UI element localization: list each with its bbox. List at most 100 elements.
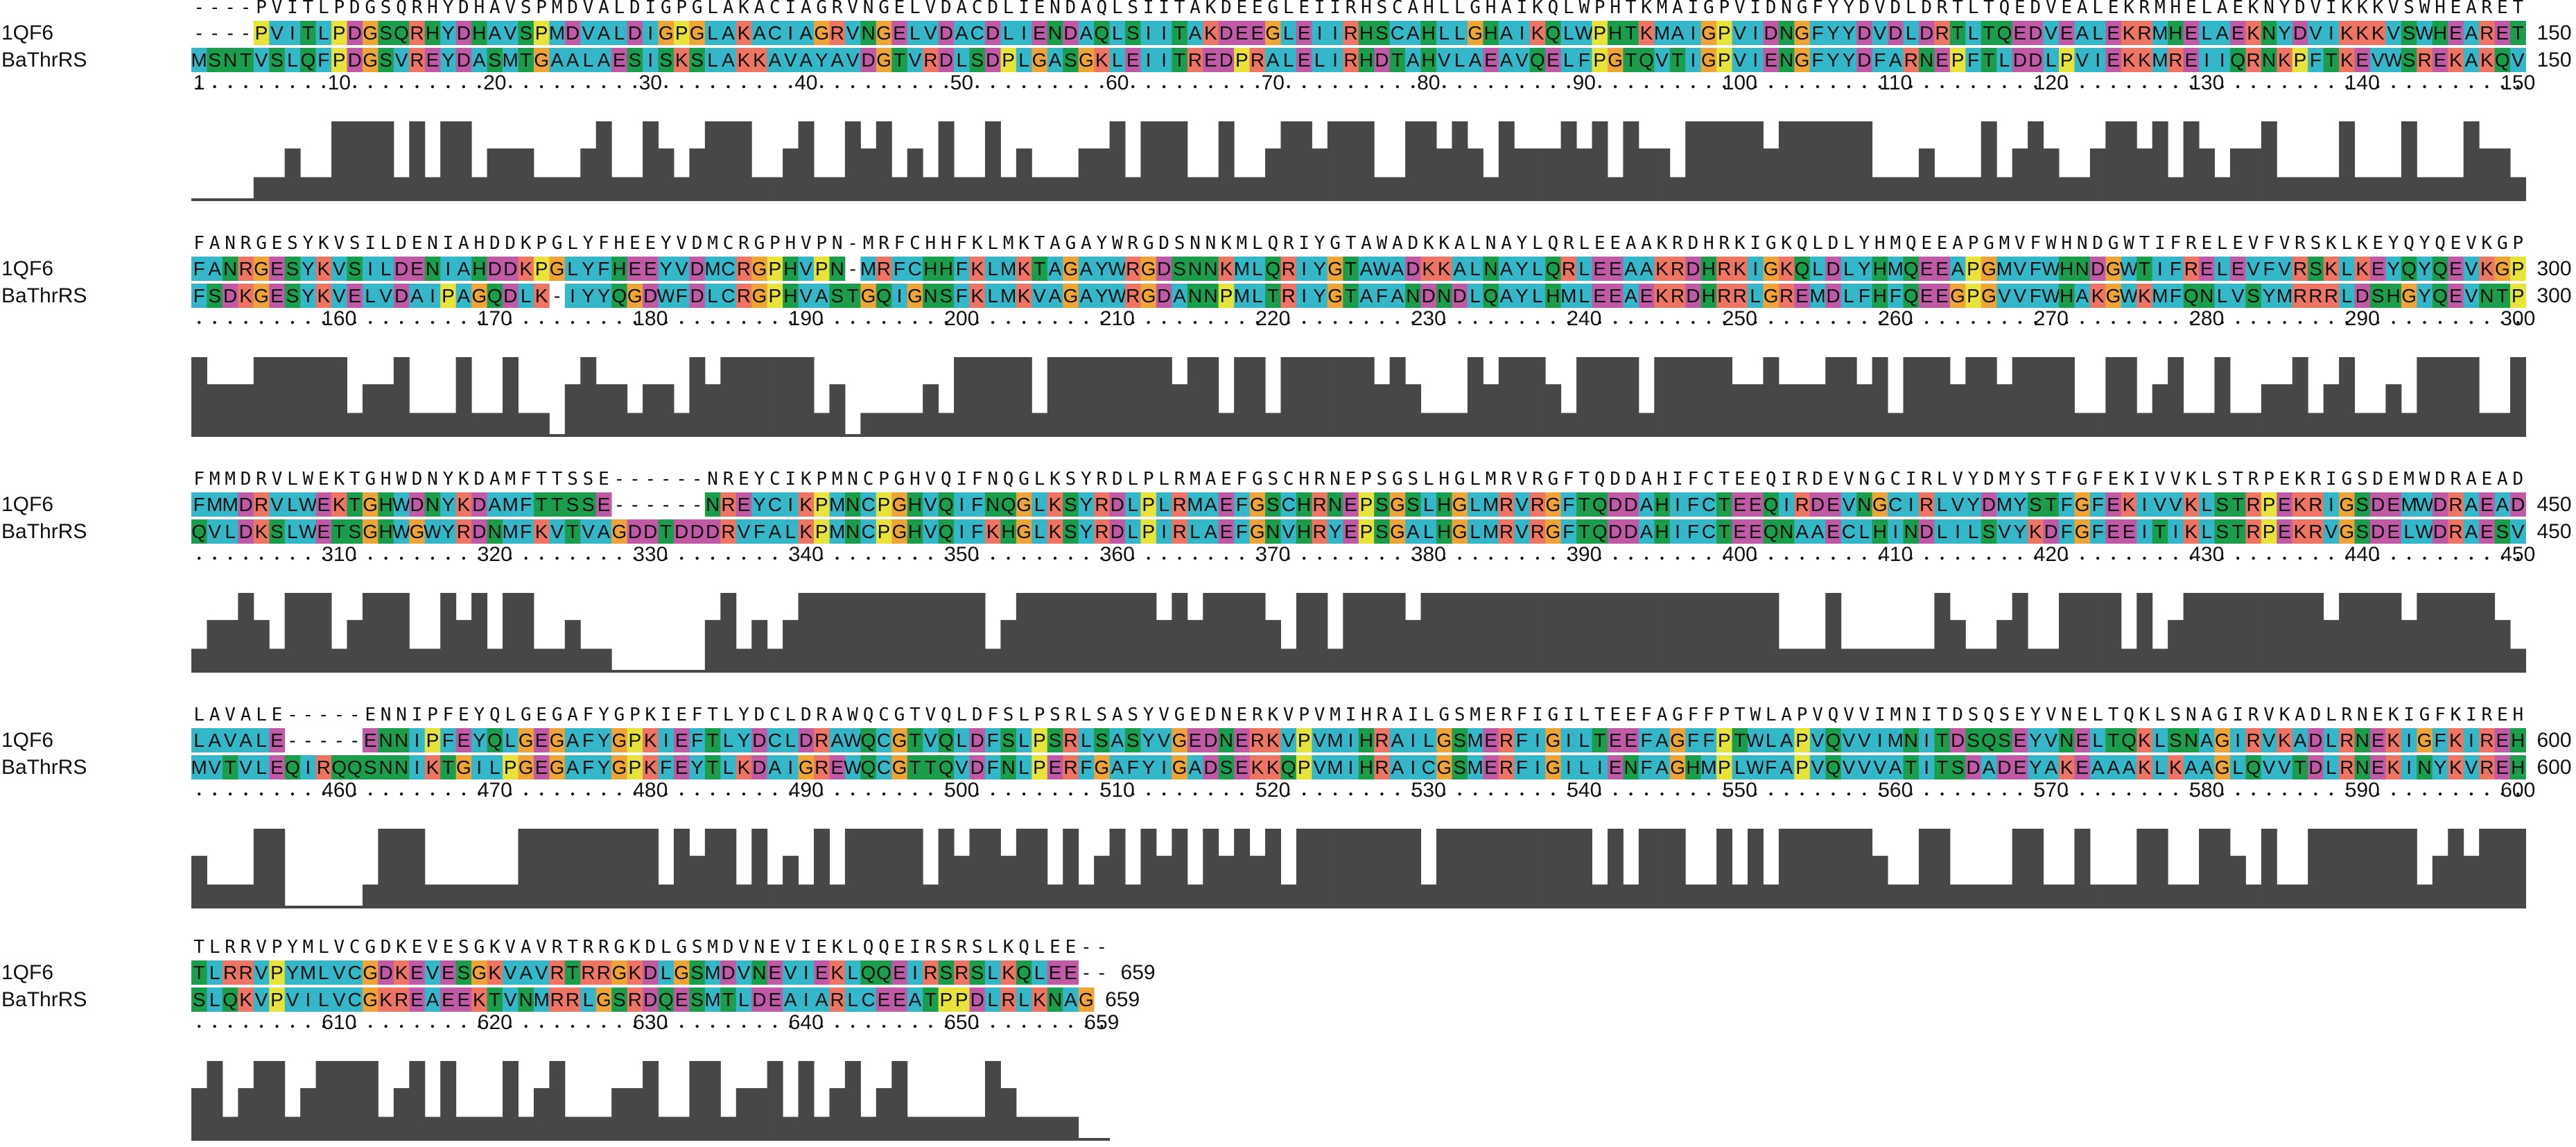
ruler-dot <box>275 792 279 796</box>
residue-BaThrRS: F <box>971 521 983 542</box>
residue-1QF6: G <box>1545 730 1560 751</box>
conservation-bar <box>1794 648 1811 673</box>
residue-1QF6: R <box>1251 730 1264 751</box>
residue-BaThrRS: A <box>769 521 782 542</box>
residue-1QF6: C <box>971 22 984 44</box>
residue-BaThrRS: A <box>1983 757 1996 778</box>
ruler-dot <box>415 85 419 89</box>
residue-1QF6: T <box>1952 22 1964 44</box>
conservation-bar <box>284 593 301 673</box>
residue-1QF6: P <box>1142 494 1155 515</box>
residue-1QF6: L <box>1578 730 1590 751</box>
consensus-symbol: Y <box>303 233 314 254</box>
consensus-symbol: W <box>1750 705 1761 725</box>
residue-1QF6: D <box>566 22 580 44</box>
residue-1QF6: M <box>1483 494 1499 515</box>
residue-BaThrRS: A <box>1655 757 1669 778</box>
residue-1QF6: N <box>1219 730 1233 751</box>
residue-1QF6: - <box>320 730 327 751</box>
residue-1QF6: M <box>1654 22 1670 44</box>
consensus-symbol: D <box>396 233 407 254</box>
residue-BaThrRS: F <box>676 285 688 307</box>
consensus-symbol: Y <box>2279 0 2290 18</box>
consensus-symbol: S <box>1127 0 1138 18</box>
residue-BaThrRS: D <box>1375 49 1389 71</box>
consensus-symbol: T <box>1594 705 1605 725</box>
conservation-bar <box>1638 829 1655 908</box>
conservation-bar <box>2028 121 2044 201</box>
residue-BaThrRS: L <box>738 989 749 1010</box>
residue-1QF6: L <box>1563 22 1574 44</box>
consensus-symbol: T <box>567 937 578 958</box>
residue-BaThrRS: E <box>535 757 548 778</box>
residue-1QF6: E <box>1749 494 1762 515</box>
ruler-dot <box>1847 792 1851 796</box>
residue-1QF6: K <box>971 258 984 279</box>
residue-BaThrRS: N <box>1266 521 1280 542</box>
residue-1QF6: F <box>987 730 999 751</box>
consensus-symbol: D <box>1983 469 1994 490</box>
consensus-symbol: P <box>1143 469 1154 490</box>
residue-1QF6-cell <box>2199 21 2215 45</box>
consensus-symbol: H <box>2061 233 2072 254</box>
residue-1QF6-cell <box>300 21 316 45</box>
consensus-symbol: V <box>256 937 267 958</box>
residue-BaThrRS: P <box>1360 521 1373 542</box>
residue-1QF6: S <box>2169 730 2182 751</box>
residue-1QF6: V <box>1858 730 1871 751</box>
consensus-symbol: F <box>692 705 703 725</box>
consensus-symbol: G <box>2217 705 2228 725</box>
residue-1QF6-cell <box>378 21 394 45</box>
residue-1QF6: D <box>690 258 704 279</box>
ruler-dot <box>586 320 590 325</box>
ruler-dot <box>1364 792 1368 796</box>
consensus-symbol: A <box>598 0 609 18</box>
conservation-bar <box>1529 148 1546 201</box>
ruler-dot <box>2469 556 2473 560</box>
sequence-end-number: 150 <box>2537 49 2572 71</box>
residue-BaThrRS: F <box>754 521 765 542</box>
residue-BaThrRS: V <box>2512 521 2525 542</box>
residue-BaThrRS: E <box>1935 49 1949 71</box>
conservation-bar <box>1685 121 1702 201</box>
ruler-dot <box>1924 320 1929 325</box>
consensus-symbol: E <box>769 937 781 958</box>
residue-BaThrRS: L <box>707 49 718 71</box>
residue-BaThrRS: F <box>1967 49 1979 71</box>
residue-BaThrRS-cell <box>611 48 627 72</box>
consensus-symbol: D <box>1859 0 1870 18</box>
ruler-number: 500 <box>944 779 979 802</box>
ruler-number: 30 <box>639 71 662 94</box>
consensus-symbol: I <box>1517 0 1528 18</box>
residue-BaThrRS: V <box>2014 285 2027 307</box>
conservation-bar <box>2323 384 2340 437</box>
residue-1QF6: S <box>2309 258 2322 279</box>
conservation-bar <box>595 121 612 201</box>
conservation-bar <box>2059 177 2075 201</box>
residue-BaThrRS: A <box>2465 521 2478 542</box>
residue-BaThrRS: T <box>2232 521 2244 542</box>
conservation-bar <box>1218 856 1235 908</box>
conservation-bar <box>2043 357 2060 437</box>
conservation-bar <box>253 1061 270 1141</box>
residue-1QF6: K <box>1422 258 1435 279</box>
conservation-bar <box>269 177 286 201</box>
consensus-symbol: P <box>536 233 547 254</box>
residue-1QF6: D <box>799 730 813 751</box>
conservation-bar <box>191 856 207 908</box>
residue-1QF6-cell <box>1125 21 1141 45</box>
residue-1QF6: D <box>2308 730 2322 751</box>
conservation-bar <box>736 648 752 673</box>
residue-1QF6-cell <box>2463 21 2480 45</box>
ruler-dot <box>1707 556 1711 560</box>
residue-BaThrRS: L <box>1937 521 1948 542</box>
residue-BaThrRS: M <box>191 757 207 778</box>
residue-1QF6-cell <box>471 21 487 45</box>
residue-BaThrRS: F <box>2310 49 2322 71</box>
consensus-symbol: Y <box>598 705 609 725</box>
conservation-bar <box>1918 148 1935 201</box>
consensus-symbol: N <box>1206 233 1217 254</box>
conservation-bar <box>1358 593 1375 673</box>
residue-BaThrRS: S <box>628 49 641 71</box>
consensus-symbol: P <box>2512 233 2523 254</box>
